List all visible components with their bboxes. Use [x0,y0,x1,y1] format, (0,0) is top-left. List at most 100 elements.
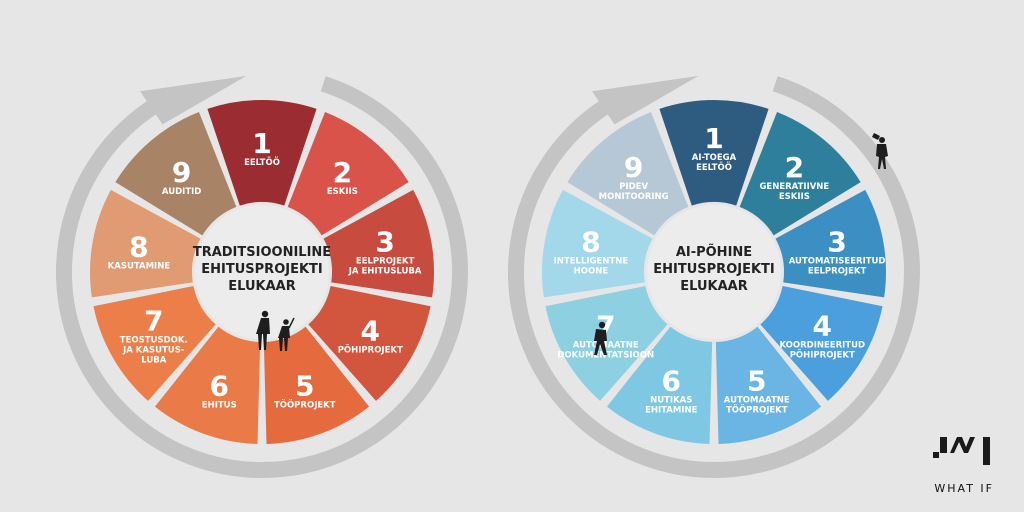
segment-shape [606,326,713,444]
center-disk [647,205,781,339]
segment-label: KOORDINEERITUD [779,341,865,351]
segment-number: 2 [333,156,352,189]
segment-label: AUTOMATISEERITUD [789,256,886,266]
diagram-title: EHITUSPROJEKTI [201,262,322,277]
segment-label: ESKIIS [779,192,810,202]
wi-logo-icon [933,437,990,465]
center-disk [195,205,329,339]
segment-number: 8 [129,230,148,263]
segment-shape [154,326,261,444]
diagram-title: ELUKAAR [228,279,295,294]
segment-label: INTELLIGENTNE [554,256,629,266]
diagram-title: ELUKAAR [680,279,747,294]
segment-number: 2 [785,151,804,184]
segment-shape [263,326,370,444]
cycle-arrow-icon [56,75,468,478]
segment-label: LUBA [141,356,166,366]
segment-shape [715,326,822,444]
segment-shape [545,285,668,401]
segment-label: HOONE [574,266,609,276]
segment-number: 4 [813,310,832,343]
people-figures-icon [256,310,295,351]
segment-label: EELTÖÖ [696,162,732,173]
segment-label: EHITUS [202,400,237,410]
segment-label: JA KASUTUS- [122,346,185,356]
segment-label: PÕHIPROJEKT [338,344,403,356]
segment-shape [308,285,431,401]
segment-number: 1 [704,122,723,155]
segment-label: TEOSTUSDOK. [120,336,188,346]
segment-shape [775,189,886,298]
segment-label: EELPROJEKT [356,256,415,266]
segment-label: NUTIKAS [650,395,692,405]
segment-label: MONITOORING [599,192,669,202]
segment-label: JA EHITUSLUBA [348,266,422,276]
brand-logo: WHAT IF [933,437,994,495]
segment-label: AI-TOEGA [692,153,737,163]
diagram-title: EHITUSPROJEKTI [653,262,774,277]
segment-shape [323,189,434,298]
segment-shape [93,285,216,401]
segment-number: 7 [144,305,163,338]
segment-label: ESKIIS [327,187,358,197]
segment-label: TÖÖPROJEKT [726,404,788,415]
segment-number: 5 [747,364,766,397]
segment-number: 1 [252,127,271,160]
segment-label: AUTOMAATNE [724,395,790,405]
segment-number: 9 [172,156,191,189]
segment-label: EHITAMINE [645,405,698,415]
cycle-arrow-icon [508,75,920,478]
segment-label: PIDEV [619,182,648,192]
segment-label: EELTÖÖ [244,157,280,168]
segment-label: KASUTAMINE [108,261,171,271]
segment-shape [567,111,689,236]
segment-label: TÖÖPROJEKT [274,399,336,410]
diagram-title: TRADITSIOONILINE [193,245,331,260]
segment-number: 4 [361,315,380,348]
segment-shape [207,99,317,206]
segment-shape [760,285,883,401]
segment-number: 5 [295,369,314,402]
segment-number: 6 [210,369,229,402]
segment-shape [90,189,201,298]
segment-shape [542,189,653,298]
segment-number: 3 [375,225,394,258]
worker-figure-icon [872,133,888,169]
segment-label: AUDITID [162,187,201,197]
segment-label: GENERATIIVNE [759,182,829,192]
segment-number: 6 [662,364,681,397]
segment-shape [115,111,237,236]
segment-shape [739,111,861,236]
segment-label: EELPROJEKT [808,266,867,276]
walking-figure-icon [594,321,607,355]
segment-number: 9 [624,151,643,184]
segment-shape [287,111,409,236]
segment-number: 8 [581,225,600,258]
segment-label: PÕHIPROJEKT [790,349,855,361]
brand-name: WHAT IF [934,482,994,495]
diagram-title: AI-PÕHINE [676,244,752,260]
segment-label: DOKUMENTATSIOON [557,351,654,361]
segment-number: 3 [827,225,846,258]
segment-shape [659,99,769,206]
